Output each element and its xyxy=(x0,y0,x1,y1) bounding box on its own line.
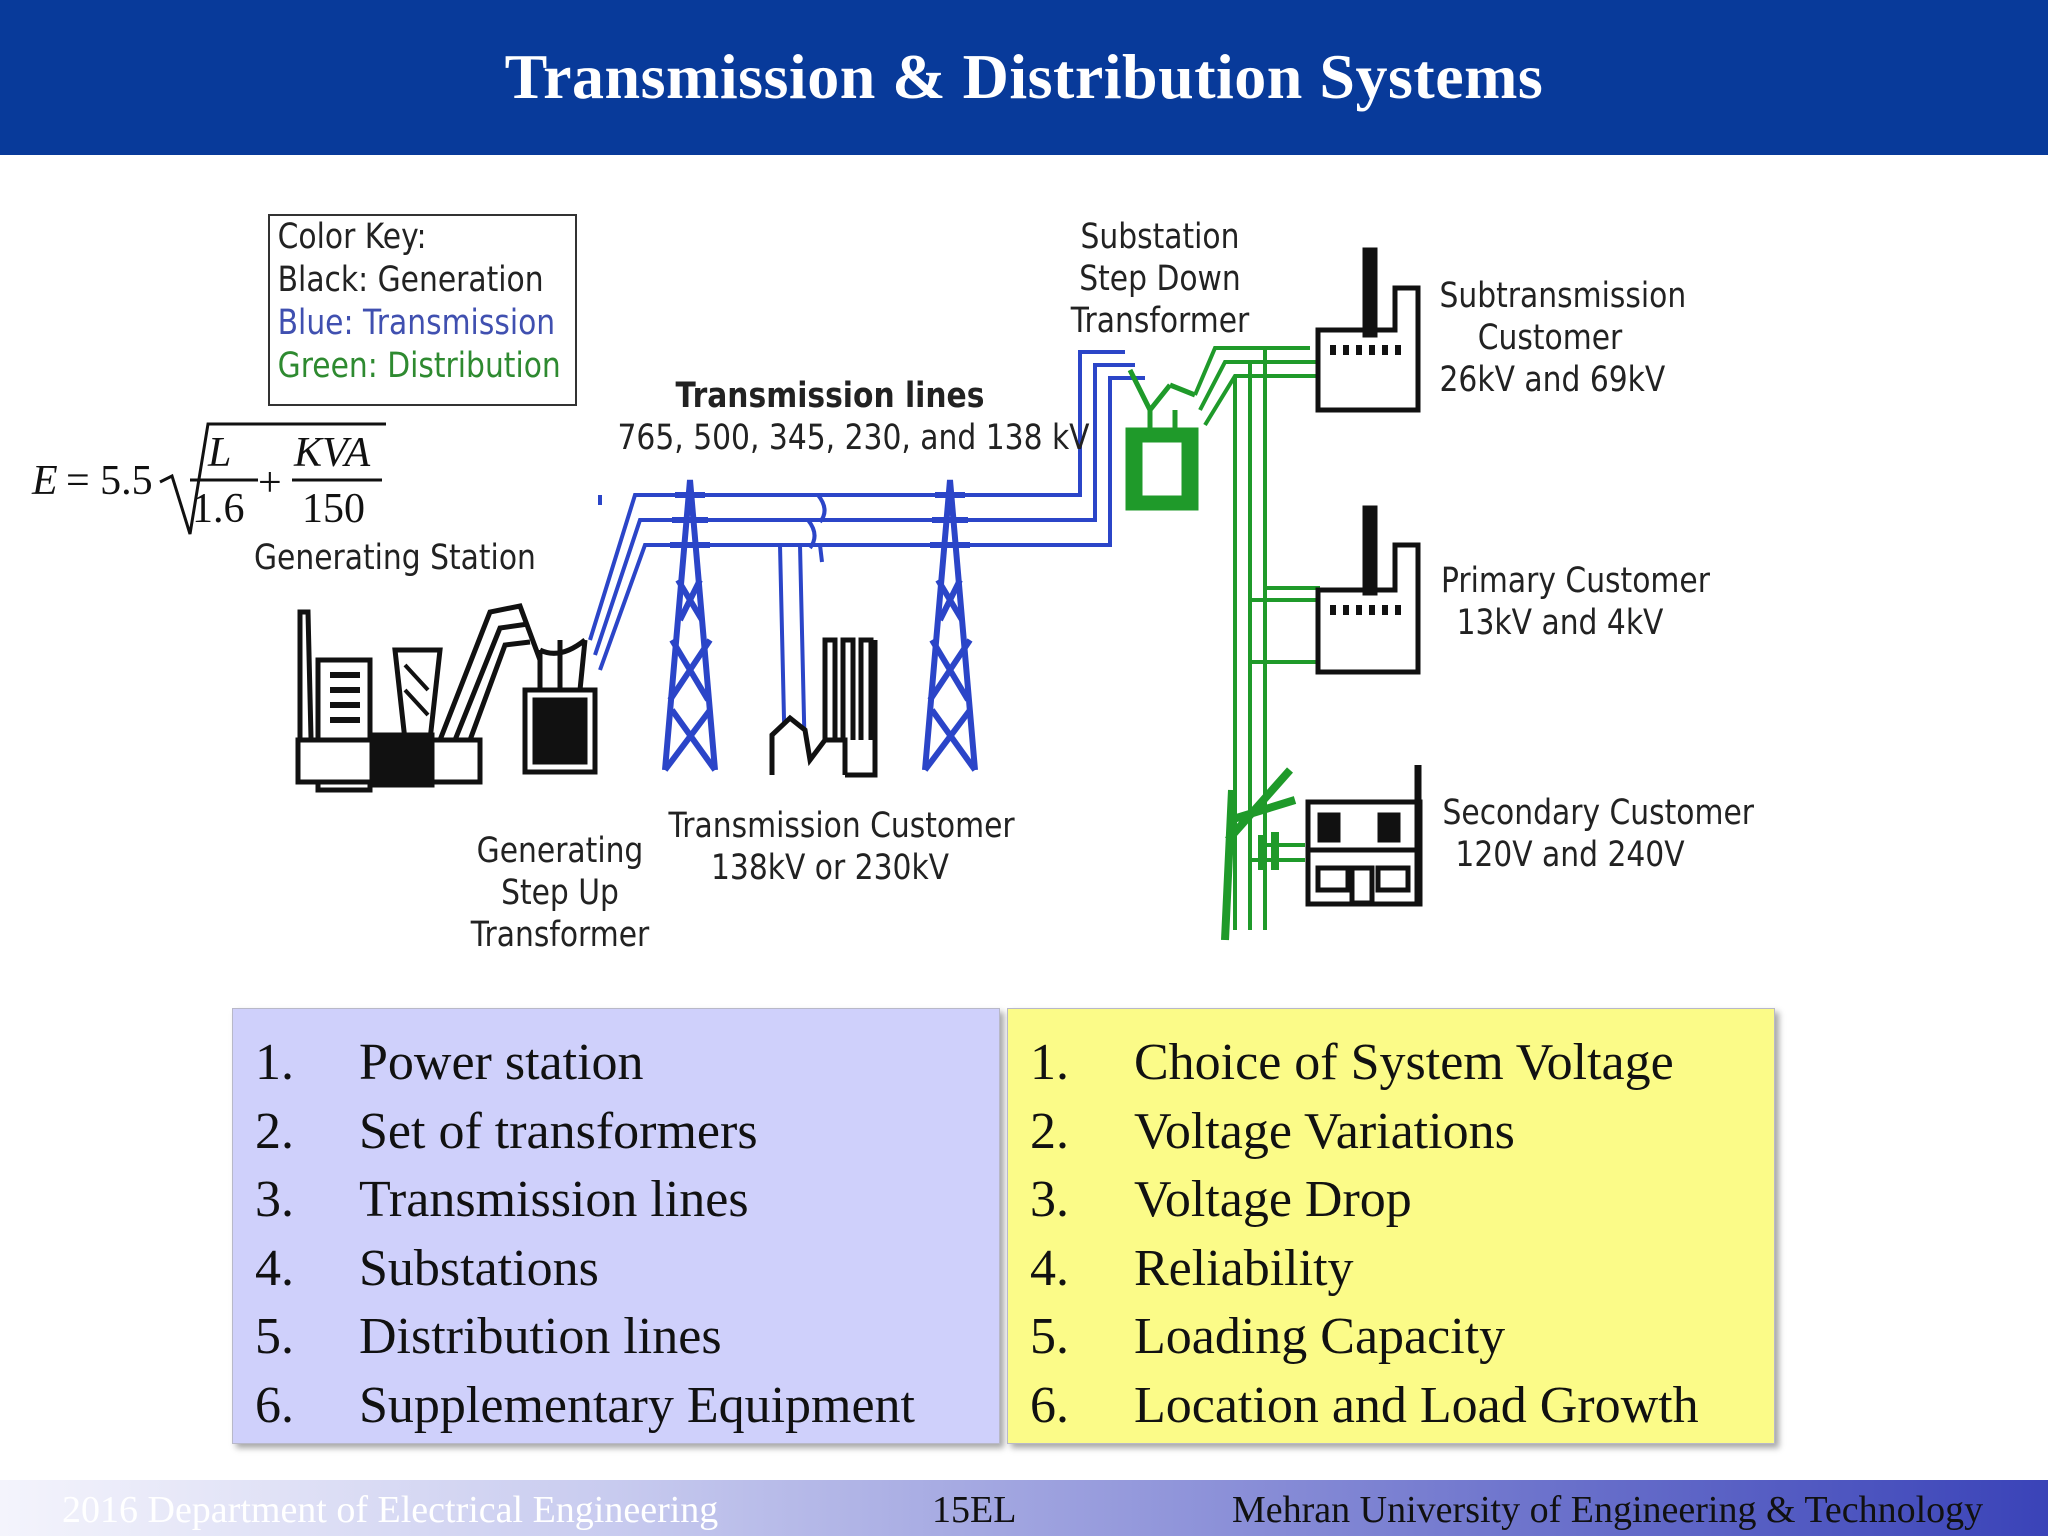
slide-header: Transmission & Distribution Systems xyxy=(0,0,2048,155)
primary-customer-title: Primary Customer xyxy=(1441,561,1710,601)
secondary-customer-title: Secondary Customer xyxy=(1442,793,1755,833)
considerations-list: 1. Choice of System Voltage 2. Voltage Var… xyxy=(1008,1009,1774,1440)
generating-station-icon xyxy=(295,603,543,793)
list-number: 1. xyxy=(1030,1034,1069,1091)
substation-line-1: Substation xyxy=(1080,217,1240,257)
formula-denominator-1: 1.6 xyxy=(192,486,245,532)
slide-title: Transmission & Distribution Systems xyxy=(504,41,1544,112)
subtransmission-line-3: 26kV and 69kV xyxy=(1439,360,1666,400)
considerations-box: 1. Choice of System Voltage 2. Voltage Var… xyxy=(1007,1008,1775,1444)
step-down-transformer-icon xyxy=(1125,368,1199,511)
list-item: 6. Location and Load Growth xyxy=(1030,1372,1774,1441)
list-number: 6. xyxy=(1030,1376,1069,1434)
step-up-line-2: Step Up xyxy=(501,873,619,913)
list-item: 4. Substations xyxy=(255,1235,999,1304)
list-number: 4. xyxy=(1030,1239,1069,1297)
list-text: Substations xyxy=(359,1239,599,1297)
list-number: 6. xyxy=(255,1376,294,1434)
list-number: 3. xyxy=(255,1171,294,1228)
list-text: Supplementary Equipment xyxy=(359,1376,916,1434)
list-number: 3. xyxy=(1030,1171,1069,1228)
list-number: 1. xyxy=(255,1034,294,1091)
list-text: Choice of System Voltage xyxy=(1134,1034,1674,1091)
list-text: Set of transformers xyxy=(359,1102,758,1160)
formula-lhs: E xyxy=(31,458,58,504)
color-key-transmission: Blue: Transmission xyxy=(277,303,556,343)
sqrt-sign xyxy=(159,422,386,535)
list-text: Voltage Drop xyxy=(1134,1171,1412,1228)
transmission-customer-label: Transmission Customer 138kV or 230kV xyxy=(668,805,1015,889)
secondary-customer-label: Secondary Customer 120V and 240V xyxy=(1442,792,1755,876)
list-number: 5. xyxy=(1030,1308,1069,1365)
secondary-customer-house-icon xyxy=(1305,765,1423,907)
voltage-formula: E = 5.5 L 1.6 + KVA 150 xyxy=(31,422,386,535)
list-number: 2. xyxy=(255,1102,294,1160)
subtransmission-customer-label: Subtransmission Customer 26kV and 69kV xyxy=(1439,275,1687,401)
color-key-title: Color Key: xyxy=(277,217,427,257)
list-item: 5. Distribution lines xyxy=(255,1303,999,1372)
footer-department: 2016 Department of Electrical Engineerin… xyxy=(62,1489,719,1531)
distribution-pole-icon xyxy=(1221,767,1297,941)
color-key: Color Key: Black: Generation Blue: Trans… xyxy=(268,214,577,406)
list-text: Voltage Variations xyxy=(1134,1102,1515,1160)
formula-numerator-2: KVA xyxy=(293,430,371,476)
transmission-tower-icon xyxy=(922,479,978,772)
transmission-lines-label: Transmission lines 765, 500, 345, 230, a… xyxy=(617,375,1090,459)
components-list: 1. Power station 2. Set of transformers 3.… xyxy=(233,1009,999,1440)
generating-station-label: Generating Station xyxy=(254,538,536,578)
list-item: 1. Power station xyxy=(255,1029,999,1098)
distribution-lines xyxy=(1193,346,1320,930)
transmission-customer-title: Transmission Customer xyxy=(668,806,1015,846)
list-item: 5. Loading Capacity xyxy=(1030,1303,1774,1372)
subtransmission-customer-factory-icon xyxy=(1315,247,1421,413)
list-text: Distribution lines xyxy=(359,1308,722,1365)
formula-denominator-2: 150 xyxy=(302,486,365,532)
transmission-customer-voltage: 138kV or 230kV xyxy=(710,848,950,888)
list-number: 5. xyxy=(255,1308,294,1365)
footer-university: Mehran University of Engineering & Techn… xyxy=(1232,1489,1984,1531)
list-item: 6. Supplementary Equipment xyxy=(255,1372,999,1441)
color-key-distribution: Green: Distribution xyxy=(277,346,561,386)
list-text: Transmission lines xyxy=(359,1171,749,1228)
transmission-lines-title: Transmission lines xyxy=(675,376,985,416)
slide-footer: 2016 Department of Electrical Engineerin… xyxy=(0,1480,2048,1536)
list-text: Loading Capacity xyxy=(1134,1308,1506,1365)
subtransmission-line-2: Customer xyxy=(1477,318,1623,358)
secondary-customer-voltage: 120V and 240V xyxy=(1455,835,1685,875)
formula-plus: + xyxy=(258,460,282,506)
step-up-transformer-label: Generating Step Up Transformer xyxy=(458,830,662,956)
list-item: 3. Voltage Drop xyxy=(1030,1166,1774,1235)
step-up-line-1: Generating xyxy=(476,831,644,871)
formula-coefficient: = 5.5 xyxy=(66,458,153,504)
list-item: 2. Voltage Variations xyxy=(1030,1098,1774,1167)
step-up-transformer-icon xyxy=(522,638,598,775)
list-text: Location and Load Growth xyxy=(1134,1376,1699,1434)
substation-label: Substation Step Down Transformer xyxy=(1058,216,1262,342)
list-item: 1. Choice of System Voltage xyxy=(1030,1029,1774,1098)
transmission-lines-voltages: 765, 500, 345, 230, and 138 kV xyxy=(617,418,1090,458)
list-item: 2. Set of transformers xyxy=(255,1098,999,1167)
substation-line-2: Step Down xyxy=(1079,259,1241,299)
list-number: 2. xyxy=(1030,1102,1069,1160)
subtransmission-line-1: Subtransmission xyxy=(1439,276,1687,316)
components-box: 1. Power station 2. Set of transformers 3.… xyxy=(232,1008,1000,1444)
transmission-lines xyxy=(588,350,1145,763)
transmission-customer-factory-icon xyxy=(769,637,878,778)
list-item: 4. Reliability xyxy=(1030,1235,1774,1304)
color-key-generation: Black: Generation xyxy=(277,260,544,300)
primary-customer-factory-icon xyxy=(1315,505,1421,675)
formula-numerator-1: L xyxy=(207,430,231,476)
footer-course-code: 15EL xyxy=(932,1489,1017,1531)
transmission-tower-icon xyxy=(662,479,718,772)
power-system-diagram xyxy=(295,247,1423,941)
substation-line-3: Transformer xyxy=(1070,301,1250,341)
primary-customer-label: Primary Customer 13kV and 4kV xyxy=(1441,560,1710,644)
list-text: Power station xyxy=(359,1034,644,1091)
list-number: 4. xyxy=(255,1239,294,1297)
list-text: Reliability xyxy=(1134,1239,1354,1297)
primary-customer-voltage: 13kV and 4kV xyxy=(1456,603,1664,643)
list-item: 3. Transmission lines xyxy=(255,1166,999,1235)
step-up-line-3: Transformer xyxy=(470,915,650,955)
